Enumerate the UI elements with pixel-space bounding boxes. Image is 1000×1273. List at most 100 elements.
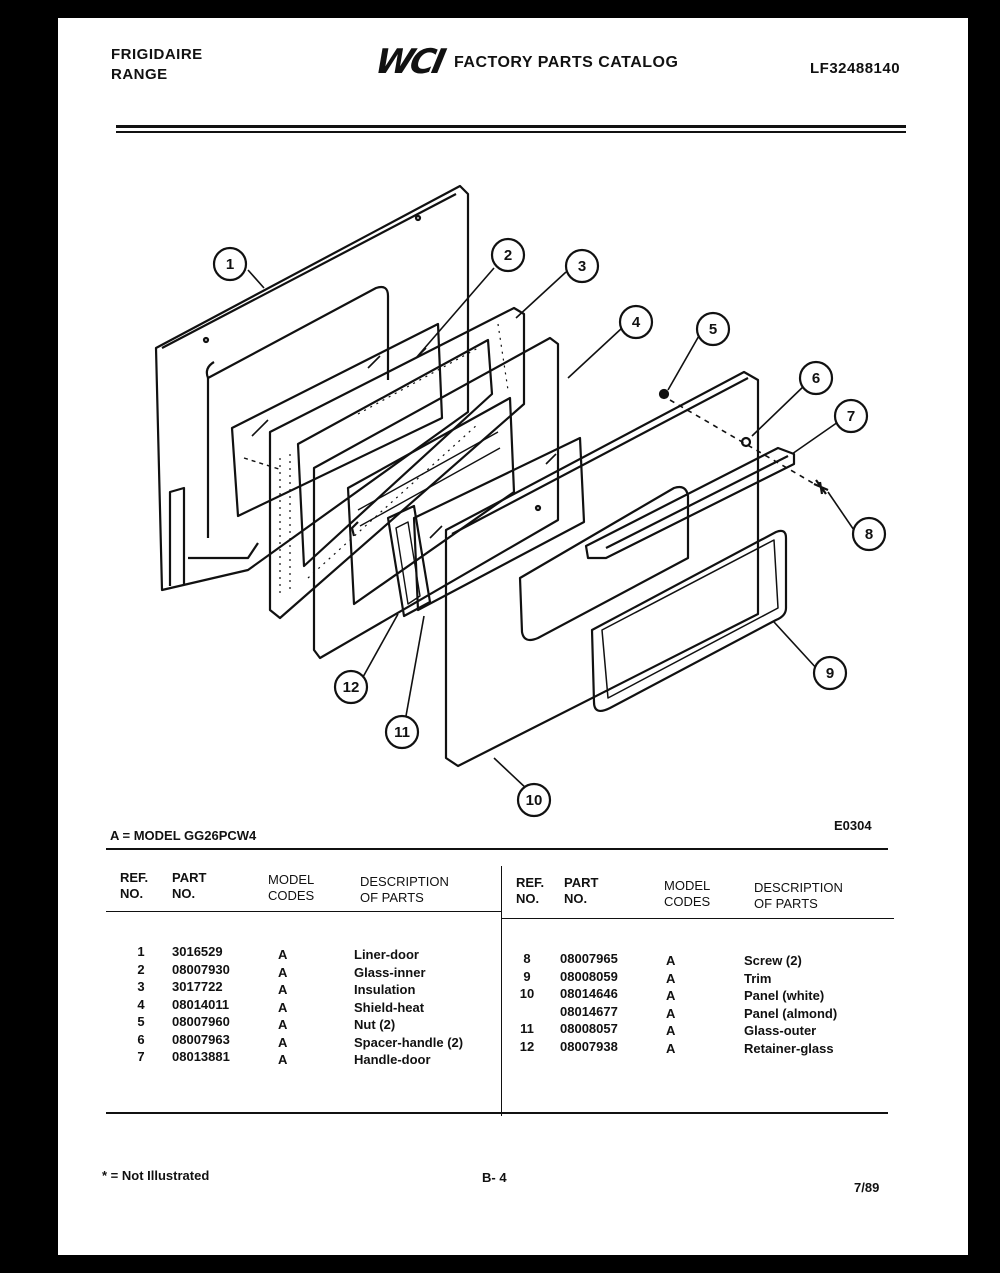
table-row-ref: 3 (137, 979, 145, 994)
table-row-desc: Trim (744, 970, 772, 986)
table-row-part: 08014011 (172, 996, 230, 1012)
right-ref-column: 8 9 10 11 12 (516, 950, 538, 1055)
callout-circle-8 (851, 516, 887, 552)
catalog-page: FRIGIDAIRE RANGE WCI FACTORY PARTS CATAL… (58, 18, 968, 1255)
header-ref-no-right: REF.NO. (516, 875, 545, 906)
header-rule-bottom (116, 131, 906, 133)
callout-12: 12 (343, 679, 360, 696)
right-part-column: 08007965 08008059 08014646 08014677 0800… (560, 950, 618, 1055)
brand-name: FRIGIDAIRE (111, 46, 203, 63)
table-row-desc: Glass-inner (354, 964, 426, 980)
table-row-part: 08008057 (560, 1021, 618, 1036)
table-row-code: A (666, 988, 676, 1003)
table-row-ref (516, 1003, 538, 1021)
table-row-part: 08007930 (172, 961, 230, 977)
table-row-code: A (278, 947, 288, 962)
table-row-desc: Shield-heat (354, 999, 425, 1015)
table-row-part: 08013881 (172, 1049, 230, 1064)
callout-circle-3 (564, 248, 600, 284)
callout-8: 8 (865, 526, 873, 543)
callout-9: 9 (826, 665, 834, 682)
part-2-glass-inner (230, 322, 444, 518)
table-row-ref: 6 (137, 1031, 145, 1047)
table-row-code: A (666, 1040, 676, 1056)
part-7-handle-door (584, 446, 796, 560)
table-row-ref: 10 (519, 986, 535, 1001)
table-top-rule (106, 848, 888, 850)
callout-3: 3 (578, 258, 586, 275)
oven-door-exploded-diagram: 1 2 3 4 5 6 7 8 9 10 11 12 (154, 184, 887, 818)
table-row-ref: 8 (523, 951, 531, 966)
left-part-column: 3016529 08007930 3017722 08014011 080079… (172, 943, 230, 1066)
part-4-shield-heat (312, 336, 560, 660)
left-code-column: A A A A A A A (278, 946, 287, 1069)
table-row-desc: Liner-door (354, 947, 419, 962)
table-row-code: A (278, 1052, 288, 1067)
table-row-ref: 7 (137, 1049, 145, 1064)
callout-1: 1 (226, 256, 234, 273)
callout-circle-4 (618, 304, 654, 340)
table-row-code: A (278, 1034, 288, 1050)
table-header-rule-right (502, 918, 894, 919)
table-row-desc: Screw (2) (744, 953, 802, 968)
callout-circle-5 (695, 311, 731, 347)
header-rule-top (116, 125, 906, 128)
table-row-desc: Panel (almond) (744, 1005, 838, 1021)
callout-circle-1 (212, 246, 248, 282)
diagram-code: E0304 (834, 818, 872, 833)
table-row-ref: 5 (137, 1014, 145, 1029)
callout-circle-12 (333, 669, 369, 705)
table-row-code: A (666, 970, 676, 986)
table-row-desc: Spacer-handle (2) (354, 1034, 464, 1050)
table-row-ref: 2 (137, 961, 145, 977)
right-description-column: Screw (2) Trim Panel (white) Panel (almo… (744, 952, 837, 1057)
table-bottom-rule (106, 1112, 888, 1114)
header-ref-no-left: REF.NO. (120, 870, 149, 901)
product-name: RANGE (111, 66, 168, 83)
table-row-code: A (666, 1023, 676, 1038)
part-1-liner-door (154, 184, 470, 592)
callout-5: 5 (709, 321, 717, 338)
table-row-code: A (278, 982, 288, 997)
table-row-part: 3016529 (172, 944, 223, 959)
revision-date: 7/89 (854, 1180, 880, 1195)
callout-circle-9 (812, 655, 848, 691)
left-ref-column: 1 2 3 4 5 6 7 (134, 943, 148, 1066)
table-row-part: 3017722 (172, 979, 223, 994)
callout-circle-6 (798, 360, 834, 396)
callout-4: 4 (632, 314, 641, 331)
table-row-part: 08014646 (560, 986, 618, 1001)
part-8-screw (813, 479, 829, 495)
table-row-part: 08008059 (560, 968, 618, 984)
table-row-desc: Glass-outer (744, 1023, 817, 1038)
table-row-code: A (278, 1017, 288, 1032)
table-row-code: A (666, 953, 676, 968)
table-row-ref: 12 (519, 1038, 535, 1054)
table-row-desc: Panel (white) (744, 988, 825, 1003)
table-row-part: 08007963 (172, 1031, 230, 1047)
table-row-part: 08007960 (172, 1014, 230, 1029)
assembly-line (669, 399, 819, 487)
table-row-part: 08007938 (560, 1038, 618, 1054)
table-row-ref: 1 (137, 944, 145, 959)
callout-10: 10 (526, 792, 543, 809)
callout-circle-11 (384, 714, 420, 750)
callout-circle-7 (833, 398, 869, 434)
callout-6: 6 (812, 370, 820, 387)
table-row-desc: Retainer-glass (744, 1040, 834, 1056)
callout-7: 7 (847, 408, 855, 425)
right-code-column: A A A A A A (666, 952, 675, 1057)
table-row-code: A (666, 1005, 676, 1021)
table-column-divider (501, 866, 502, 1116)
page-number: B- 4 (482, 1170, 507, 1185)
callout-circle-2 (490, 237, 526, 273)
table-row-ref: 4 (137, 996, 145, 1012)
part-12-retainer-glass (386, 504, 432, 618)
table-row-part: 08014677 (560, 1003, 618, 1019)
callout-2: 2 (504, 247, 512, 264)
